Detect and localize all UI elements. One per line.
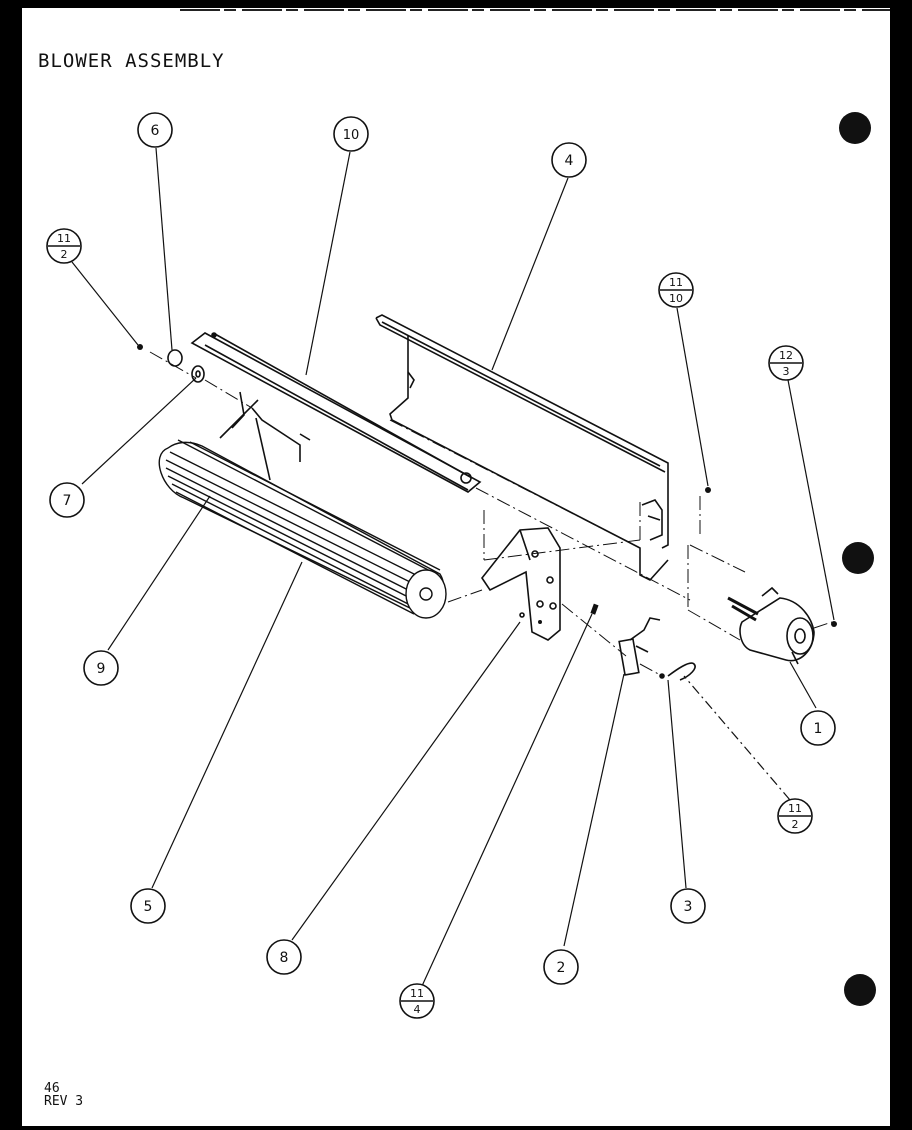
binder-hole-bottom (844, 974, 876, 1006)
callout-2-label: 2 (557, 960, 566, 976)
callout-9 (83, 650, 119, 686)
blower-housing (190, 332, 482, 493)
revision-label: REV 3 (44, 1094, 84, 1109)
callout-5 (130, 888, 166, 924)
callout-10-label: 10 (343, 128, 360, 143)
callout-3-label: 3 (684, 899, 693, 915)
drawing-sheet (22, 8, 890, 1126)
callout-11-4-numerator: 11 (410, 987, 424, 1000)
callout-8-label: 8 (280, 950, 289, 966)
callout-1-label: 1 (814, 721, 823, 737)
callout-1 (800, 710, 836, 746)
callout-11-2-top-numerator: 11 (57, 232, 71, 245)
leader-lines (71, 147, 835, 987)
binder-hole-top (839, 112, 871, 144)
callout-11-4-denominator: 4 (414, 1003, 421, 1016)
page-title: BLOWER ASSEMBLY (38, 50, 225, 72)
motor-bracket (481, 527, 561, 641)
callout-6-label: 6 (151, 123, 160, 139)
blower-wheel (158, 439, 447, 619)
callout-6 (137, 112, 173, 148)
callout-balloons (46, 112, 836, 1019)
screws (137, 344, 837, 627)
callout-4-label: 4 (565, 153, 574, 169)
back-panel (375, 314, 669, 581)
callout-4 (551, 142, 587, 178)
callout-11-2-bottom-numerator: 11 (788, 802, 802, 815)
callout-12-3-denominator: 3 (783, 365, 790, 378)
callout-8 (266, 939, 302, 975)
assembly-lines (149, 351, 833, 677)
page-footer: 46 REV 3 (44, 1082, 83, 1108)
callout-10 (333, 116, 369, 152)
blower-motor (727, 586, 815, 665)
callout-11-10-numerator: 11 (669, 276, 683, 289)
callout-7 (49, 482, 85, 518)
callout-11-2-top-denominator: 2 (61, 248, 68, 261)
binder-hole-middle (842, 542, 874, 574)
callout-7-label: 7 (63, 493, 72, 509)
page-number: 46 (44, 1081, 60, 1096)
callout-11-2-bottom-denominator: 2 (792, 818, 799, 831)
callout-labels: 6 10 4 11 2 11 10 12 3 7 9 1 11 2 5 8 11… (57, 123, 822, 1016)
callout-12-3-numerator: 12 (779, 349, 793, 362)
callout-3 (670, 888, 706, 924)
callout-11-10-denominator: 10 (669, 292, 683, 305)
callout-9-label: 9 (97, 661, 106, 677)
callout-5-label: 5 (144, 899, 153, 915)
callout-2 (543, 949, 579, 985)
capacitor-strap (659, 662, 696, 681)
capacitor (618, 617, 661, 676)
bearing-parts (167, 349, 205, 383)
